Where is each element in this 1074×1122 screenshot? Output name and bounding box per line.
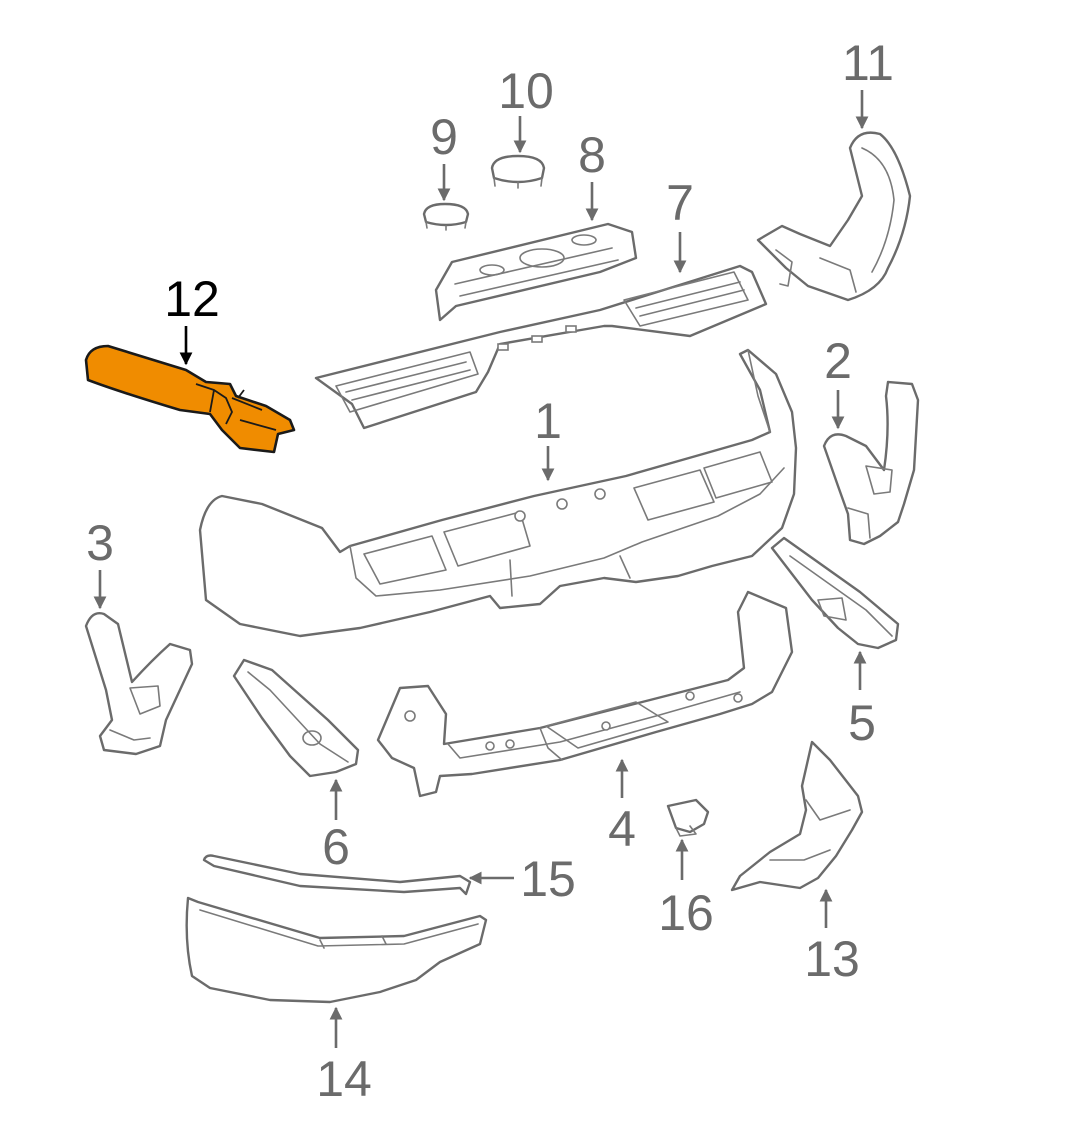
callout-7: 7 xyxy=(666,175,694,231)
callout-2: 2 xyxy=(824,333,852,389)
part-1-bumper xyxy=(198,348,798,638)
part-16-clip xyxy=(666,798,710,837)
part-4-reinforcement xyxy=(376,590,794,798)
callout-8: 8 xyxy=(578,127,606,183)
part-14-valance xyxy=(185,896,488,1004)
callout-3: 3 xyxy=(86,515,114,571)
callout-12: 12 xyxy=(164,271,220,327)
callout-11: 11 xyxy=(842,35,894,91)
callout-4: 4 xyxy=(608,801,636,857)
part-15-strip xyxy=(202,854,472,896)
callout-13: 13 xyxy=(804,931,860,987)
part-7-step-panel xyxy=(314,264,768,430)
part-6-bracket xyxy=(232,658,360,778)
callout-6: 6 xyxy=(322,819,350,875)
callout-15: 15 xyxy=(520,851,576,907)
callout-9: 9 xyxy=(430,109,458,165)
callout-5: 5 xyxy=(848,695,876,751)
part-11-bracket xyxy=(756,131,912,302)
callout-14: 14 xyxy=(316,1051,372,1107)
part-13-trim xyxy=(730,740,864,892)
part-10-cap xyxy=(490,154,546,189)
part-8-step-pad xyxy=(434,222,638,322)
callout-10: 10 xyxy=(498,63,554,119)
part-9-cap xyxy=(422,202,470,231)
callout-1: 1 xyxy=(534,393,562,449)
part-2-bracket xyxy=(822,380,920,546)
part-3-bracket xyxy=(84,612,194,756)
callout-16: 16 xyxy=(658,885,714,941)
part-5-bracket xyxy=(770,536,900,650)
part-12-highlighted-rail xyxy=(84,344,296,454)
